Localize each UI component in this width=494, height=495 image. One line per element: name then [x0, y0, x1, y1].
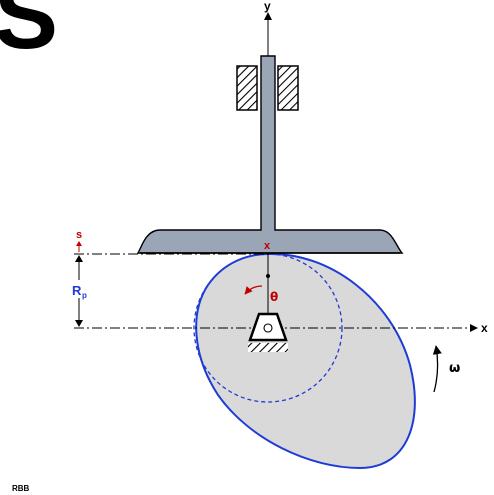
pivot-center [263, 323, 273, 333]
pivot-ground-hatch [248, 343, 288, 352]
theta-label: θ [270, 290, 278, 304]
omega-arrow [432, 345, 442, 393]
signature: RBB [12, 484, 30, 493]
guide-bearing-left [236, 65, 258, 111]
x-axis-label: x [481, 321, 488, 335]
cam-profile [195, 252, 416, 470]
rp-arrow-bottom [75, 320, 83, 327]
theta-arrow [244, 285, 263, 295]
rp-label: R [72, 283, 82, 298]
y-axis-dot [266, 274, 270, 278]
s-arrow [76, 241, 82, 246]
omega-label: ω [449, 361, 460, 376]
y-axis-label: y [264, 0, 271, 13]
s-label: s [76, 229, 82, 241]
rp-arrow-top [75, 255, 83, 262]
contact-point-mark: x [264, 240, 271, 252]
x-axis-arrow [470, 324, 478, 332]
base-circle [193, 253, 343, 403]
corner-letter: S [0, 0, 58, 69]
guide-bearing-right [277, 65, 299, 111]
rp-label-subscript: p [82, 291, 87, 300]
flat-faced-follower [136, 55, 404, 254]
rp-label-bg [70, 280, 92, 298]
y-axis-arrow [264, 12, 272, 20]
